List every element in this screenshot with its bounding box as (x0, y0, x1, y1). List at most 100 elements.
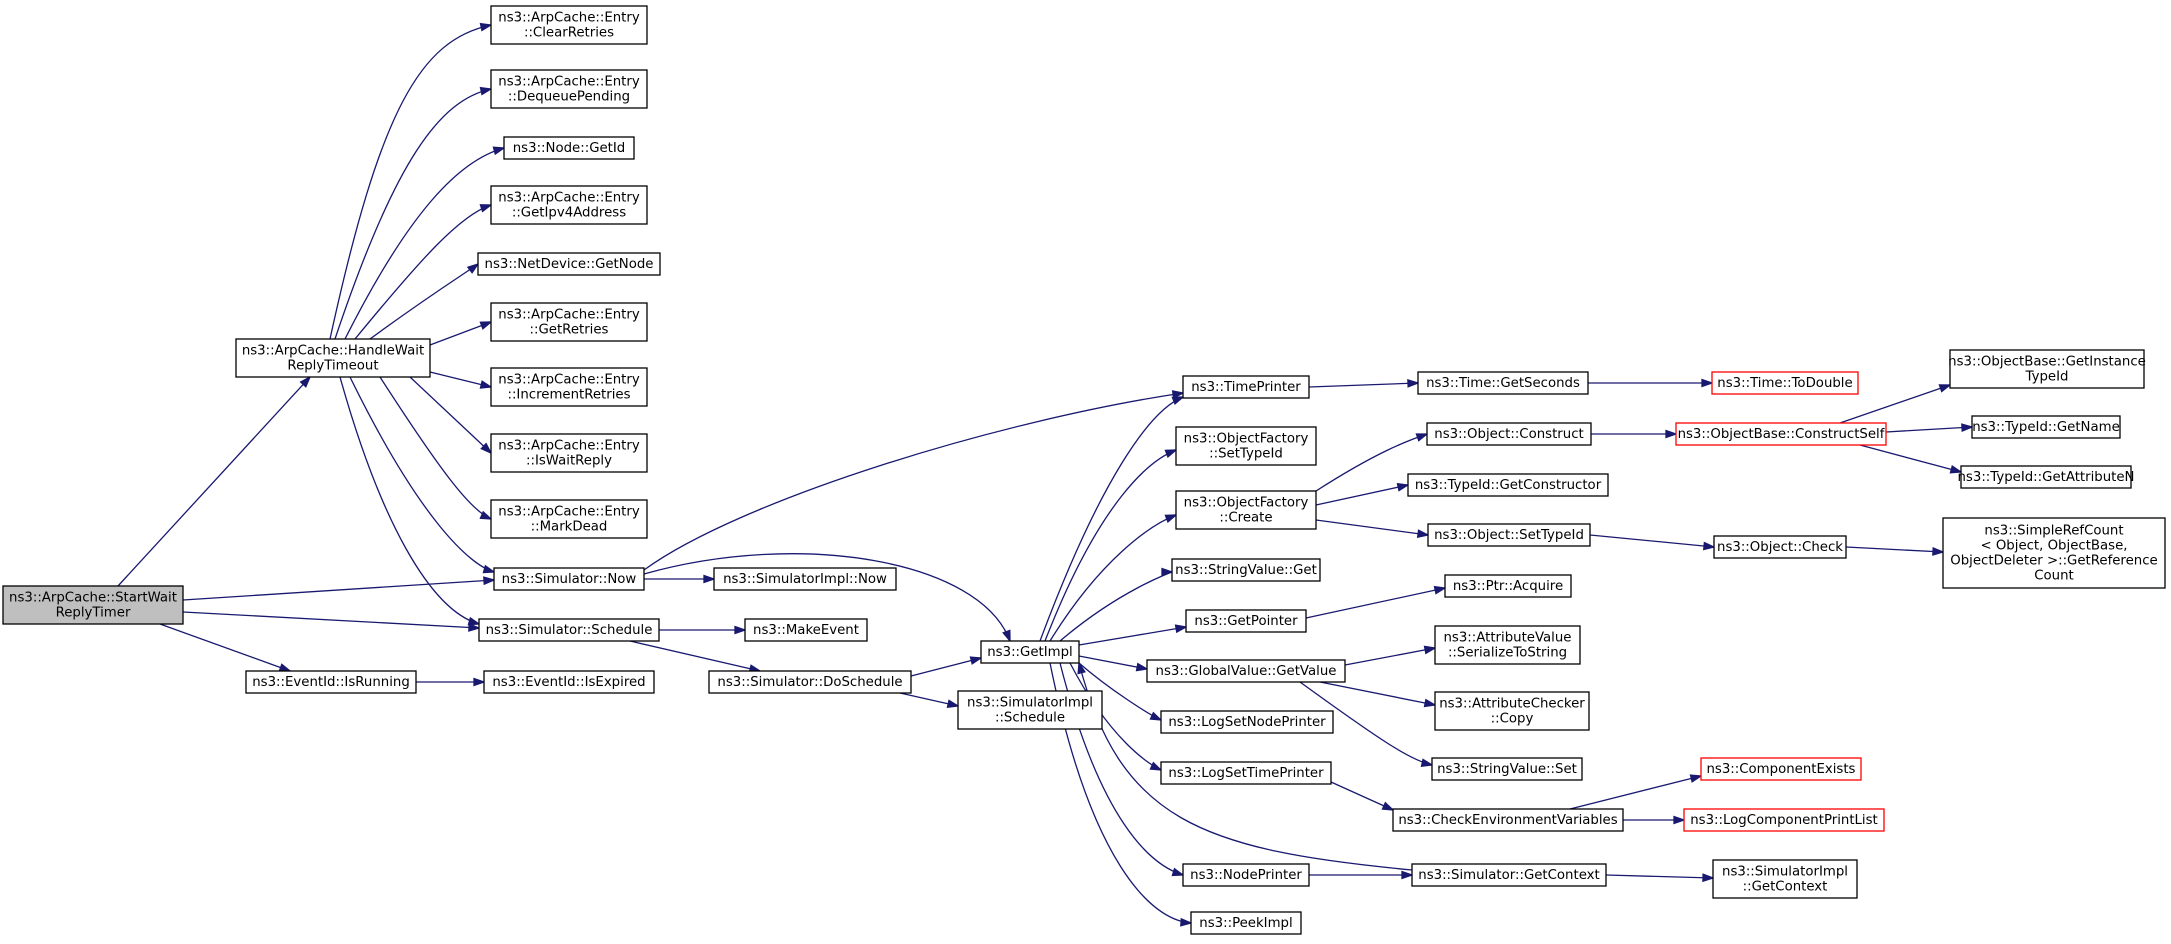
node-doschedule[interactable]: ns3::Simulator::DoSchedule (708, 670, 912, 694)
node-box-checkenv[interactable] (1392, 808, 1624, 832)
node-ofcreate[interactable]: ns3::ObjectFactory::Create (1175, 490, 1317, 530)
node-logcomplist[interactable]: ns3::LogComponentPrintList (1683, 808, 1885, 832)
node-typeidgetname[interactable]: ns3::TypeId::GetName (1971, 415, 2121, 439)
node-getimpl[interactable]: ns3::GetImpl (980, 640, 1080, 664)
node-box-startwait[interactable] (2, 585, 184, 625)
node-box-simschedule[interactable] (478, 618, 660, 642)
node-box-avserialize[interactable] (1434, 625, 1581, 665)
node-box-timegetseconds[interactable] (1417, 371, 1589, 395)
node-timegetseconds[interactable]: ns3::Time::GetSeconds (1417, 371, 1589, 395)
node-box-obgetinstance[interactable] (1949, 349, 2145, 389)
node-nodeprinter[interactable]: ns3::NodePrinter (1182, 863, 1310, 887)
node-simimplgetctx[interactable]: ns3::SimulatorImpl::GetContext (1712, 859, 1858, 899)
node-box-accopy[interactable] (1434, 691, 1590, 731)
node-simimplnow[interactable]: ns3::SimulatorImpl::Now (713, 567, 897, 591)
node-box-handlewait[interactable] (235, 338, 431, 378)
node-checkenv[interactable]: ns3::CheckEnvironmentVariables (1392, 808, 1624, 832)
node-box-stringget[interactable] (1171, 558, 1321, 582)
node-box-clearretries[interactable] (490, 5, 648, 45)
node-stringset[interactable]: ns3::StringValue::Set (1431, 757, 1583, 781)
node-typeidgetattr[interactable]: ns3::TypeId::GetAttributeN (1958, 465, 2135, 489)
node-obconstructself[interactable]: ns3::ObjectBase::ConstructSelf (1675, 422, 1887, 446)
node-box-compexists[interactable] (1700, 757, 1862, 781)
node-logsetnode[interactable]: ns3::LogSetNodePrinter (1160, 710, 1334, 734)
node-box-simimplschedule[interactable] (957, 690, 1103, 730)
node-simgetcontext[interactable]: ns3::Simulator::GetContext (1411, 863, 1607, 887)
node-box-dequeue[interactable] (490, 69, 648, 109)
node-box-stringset[interactable] (1431, 757, 1583, 781)
node-getipv4[interactable]: ns3::ArpCache::Entry::GetIpv4Address (490, 185, 648, 225)
node-box-getipv4[interactable] (490, 185, 648, 225)
node-peekimpl[interactable]: ns3::PeekImpl (1190, 911, 1302, 935)
node-ptracquire[interactable]: ns3::Ptr::Acquire (1444, 574, 1572, 598)
node-box-timetodouble[interactable] (1711, 371, 1859, 395)
node-simplerefcount[interactable]: ns3::SimpleRefCount< Object, ObjectBase,… (1942, 517, 2166, 589)
node-typeidgetctor[interactable]: ns3::TypeId::GetConstructor (1407, 473, 1609, 497)
node-box-typeidgetctor[interactable] (1407, 473, 1609, 497)
node-gvgetvalue[interactable]: ns3::GlobalValue::GetValue (1146, 659, 1346, 683)
node-markdead[interactable]: ns3::ArpCache::Entry::MarkDead (490, 499, 648, 539)
node-box-incretries[interactable] (490, 367, 648, 407)
node-box-makeevent[interactable] (744, 618, 868, 642)
node-box-timeprinter[interactable] (1182, 375, 1310, 399)
node-avserialize[interactable]: ns3::AttributeValue::SerializeToString (1434, 625, 1581, 665)
node-box-typeidgetattr[interactable] (1960, 465, 2132, 489)
node-box-logsettime[interactable] (1160, 761, 1332, 785)
node-box-isexpired[interactable] (483, 670, 655, 694)
node-compexists[interactable]: ns3::ComponentExists (1700, 757, 1862, 781)
node-logsettime[interactable]: ns3::LogSetTimePrinter (1160, 761, 1332, 785)
node-box-objconstruct[interactable] (1426, 422, 1592, 446)
node-box-eventrunning[interactable] (245, 670, 417, 694)
node-box-netdevgetnode[interactable] (477, 252, 661, 276)
node-simschedule[interactable]: ns3::Simulator::Schedule (478, 618, 660, 642)
node-box-getimpl[interactable] (980, 640, 1080, 664)
node-box-nodegetid[interactable] (503, 136, 635, 160)
node-box-objcheck[interactable] (1713, 535, 1847, 559)
node-box-getpointer[interactable] (1185, 609, 1307, 633)
node-iswaitreply[interactable]: ns3::ArpCache::Entry::IsWaitReply (490, 433, 648, 473)
node-objsettypeid[interactable]: ns3::Object::SetTypeId (1427, 523, 1591, 547)
node-box-getretries[interactable] (490, 302, 648, 342)
node-dequeue[interactable]: ns3::ArpCache::Entry::DequeuePending (490, 69, 648, 109)
node-box-iswaitreply[interactable] (490, 433, 648, 473)
node-simnow[interactable]: ns3::Simulator::Now (493, 567, 645, 591)
node-objconstruct[interactable]: ns3::Object::Construct (1426, 422, 1592, 446)
node-box-logcomplist[interactable] (1683, 808, 1885, 832)
node-clearretries[interactable]: ns3::ArpCache::Entry::ClearRetries (490, 5, 648, 45)
node-eventrunning[interactable]: ns3::EventId::IsRunning (245, 670, 417, 694)
node-box-simimplgetctx[interactable] (1712, 859, 1858, 899)
node-box-peekimpl[interactable] (1190, 911, 1302, 935)
node-incretries[interactable]: ns3::ArpCache::Entry::IncrementRetries (490, 367, 648, 407)
node-box-ofsettypeid[interactable] (1175, 426, 1317, 466)
node-box-simnow[interactable] (493, 567, 645, 591)
node-nodegetid[interactable]: ns3::Node::GetId (503, 136, 635, 160)
node-accopy[interactable]: ns3::AttributeChecker::Copy (1434, 691, 1590, 731)
node-getpointer[interactable]: ns3::GetPointer (1185, 609, 1307, 633)
node-box-typeidgetname[interactable] (1971, 415, 2121, 439)
node-box-logsetnode[interactable] (1160, 710, 1334, 734)
node-box-markdead[interactable] (490, 499, 648, 539)
node-box-doschedule[interactable] (708, 670, 912, 694)
node-makeevent[interactable]: ns3::MakeEvent (744, 618, 868, 642)
node-box-nodeprinter[interactable] (1182, 863, 1310, 887)
node-timeprinter[interactable]: ns3::TimePrinter (1182, 375, 1310, 399)
node-box-objsettypeid[interactable] (1427, 523, 1591, 547)
node-box-ptracquire[interactable] (1444, 574, 1572, 598)
node-objcheck[interactable]: ns3::Object::Check (1713, 535, 1847, 559)
node-ofsettypeid[interactable]: ns3::ObjectFactory::SetTypeId (1175, 426, 1317, 466)
node-timetodouble[interactable]: ns3::Time::ToDouble (1711, 371, 1859, 395)
node-box-ofcreate[interactable] (1175, 490, 1317, 530)
node-isexpired[interactable]: ns3::EventId::IsExpired (483, 670, 655, 694)
node-box-simgetcontext[interactable] (1411, 863, 1607, 887)
node-getretries[interactable]: ns3::ArpCache::Entry::GetRetries (490, 302, 648, 342)
node-box-simplerefcount[interactable] (1942, 517, 2166, 589)
node-stringget[interactable]: ns3::StringValue::Get (1171, 558, 1321, 582)
node-box-gvgetvalue[interactable] (1146, 659, 1346, 683)
node-box-simimplnow[interactable] (713, 567, 897, 591)
node-netdevgetnode[interactable]: ns3::NetDevice::GetNode (477, 252, 661, 276)
node-box-obconstructself[interactable] (1675, 422, 1887, 446)
node-simimplschedule[interactable]: ns3::SimulatorImpl::Schedule (957, 690, 1103, 730)
